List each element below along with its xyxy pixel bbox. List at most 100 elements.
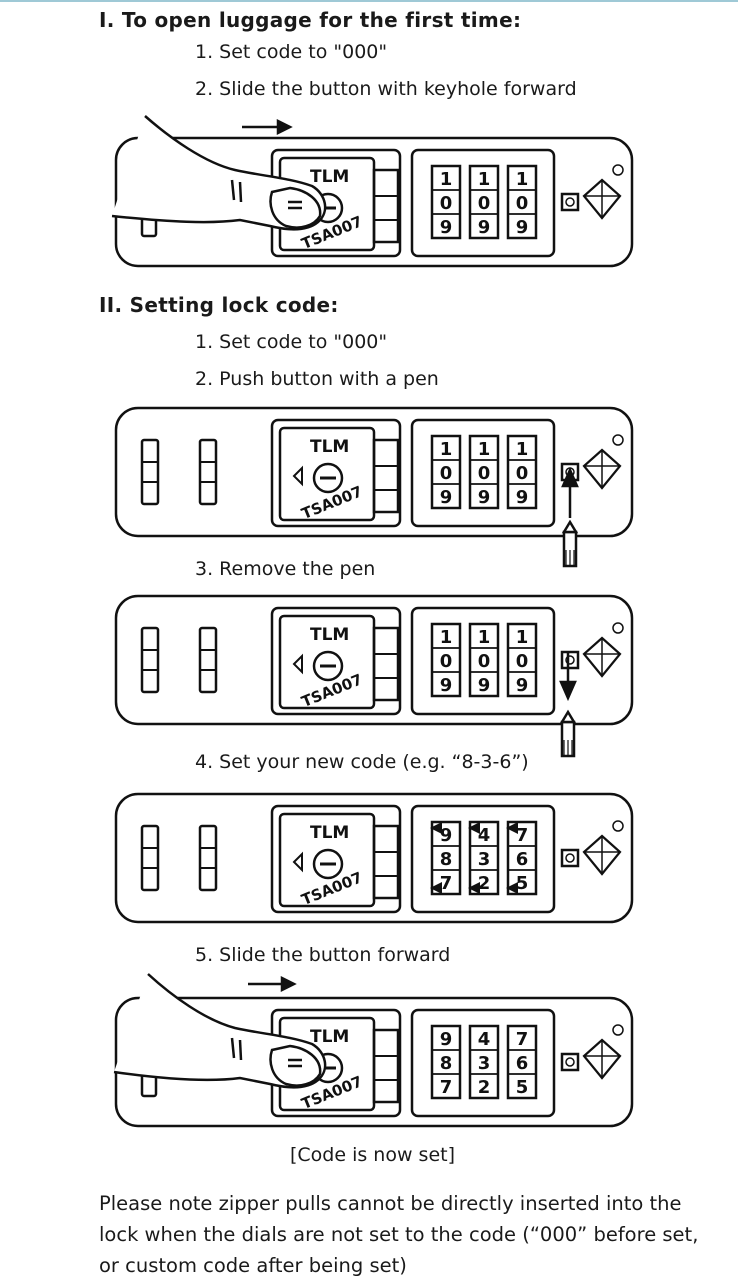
dial-digit: 8	[440, 849, 453, 870]
dial-1: 109	[430, 622, 462, 698]
dial-digit: 9	[516, 675, 529, 696]
dial-1: 1 0 9	[430, 164, 462, 240]
finger-illustration	[113, 973, 327, 1089]
dial-digit: 3	[478, 849, 491, 870]
zipper-note: Please note zipper pulls cannot be direc…	[99, 1192, 699, 1277]
dial-digit: 1	[478, 627, 491, 648]
lock-body	[114, 406, 634, 538]
dial-2: 109	[468, 622, 500, 698]
section2-step5: 5. Slide the button forward	[195, 944, 451, 966]
dial-digit: 0	[440, 463, 453, 484]
lock-body	[114, 594, 634, 726]
rotate-arrow-icon	[468, 822, 480, 834]
zipper-slot-2	[198, 824, 218, 892]
dial-3: 109	[506, 164, 538, 240]
dial-digit: 1	[478, 169, 491, 190]
slide-indicator-icon	[292, 653, 303, 675]
dial-digit: 0	[478, 193, 491, 214]
dial-digit: 9	[440, 217, 453, 238]
pen-down-arrow	[559, 652, 577, 758]
dial-digit: 0	[478, 463, 491, 484]
top-border	[0, 0, 738, 2]
lock-body	[114, 996, 634, 1128]
dial-digit: 9	[516, 487, 529, 508]
rotate-arrow-icon	[430, 882, 442, 894]
finger-illustration	[111, 115, 327, 231]
dial-digit: 9	[440, 825, 453, 846]
dial-digit: 7	[440, 873, 453, 894]
dial-digit: 4	[478, 1029, 491, 1050]
dial-digit: 1	[440, 439, 453, 460]
keyhole-button: TLM TSA007	[270, 606, 402, 716]
dial-digit: 9	[440, 487, 453, 508]
section1-step2: 2. Slide the button with keyhole forward	[195, 78, 577, 100]
brand-label: TLM	[310, 823, 349, 843]
section2-heading: II. Setting lock code:	[99, 293, 339, 317]
section2-step1: 1. Set code to "000"	[195, 331, 388, 353]
dial-window: 9 8 7 4 3 2 7 6 5	[410, 1008, 556, 1118]
dial-digit: 0	[440, 651, 453, 672]
section2-step3: 3. Remove the pen	[195, 558, 376, 580]
dial-digit: 4	[478, 825, 491, 846]
lock-body	[114, 136, 634, 268]
dial-digit: 0	[440, 193, 453, 214]
brand-label: TLM	[310, 625, 349, 645]
dial-digit: 9	[440, 1029, 453, 1050]
dial-2: 4 3 2	[468, 1024, 500, 1100]
dial-digit: 9	[516, 217, 529, 238]
dial-2: 109	[468, 434, 500, 510]
dial-1: 9 8 7	[430, 820, 462, 896]
dial-digit: 3	[478, 1053, 491, 1074]
dial-3: 7 6 5	[506, 1024, 538, 1100]
code-set-caption: [Code is now set]	[290, 1144, 456, 1166]
section2-step2: 2. Push button with a pen	[195, 368, 439, 390]
dial-digit: 5	[516, 1077, 529, 1098]
tsa-diamond-icon	[582, 1038, 622, 1080]
dial-digit: 1	[516, 439, 529, 460]
zipper-slot-1	[140, 438, 160, 506]
pen-up-arrow	[561, 466, 579, 568]
dial-1: 9 8 7	[430, 1024, 462, 1100]
registered-mark-icon	[612, 434, 624, 446]
dial-3: 109	[506, 434, 538, 510]
zipper-slot-2	[198, 626, 218, 694]
model-label: TSA007	[299, 482, 365, 523]
registered-mark-icon	[612, 622, 624, 634]
dial-digit: 8	[440, 1053, 453, 1074]
reset-button	[560, 1052, 580, 1072]
dial-2: 432	[468, 820, 500, 896]
reset-button	[560, 848, 580, 868]
reset-button	[560, 650, 580, 670]
rotate-arrow-icon	[506, 882, 518, 894]
rotate-arrow-icon	[430, 822, 442, 834]
dial-digit: 6	[516, 1053, 529, 1074]
dial-digit: 7	[440, 1077, 453, 1098]
dial-digit: 2	[478, 1077, 491, 1098]
dial-digit: 9	[440, 675, 453, 696]
section1-heading: I. To open luggage for the first time:	[99, 8, 522, 32]
dial-digit: 0	[516, 193, 529, 214]
dial-digit: 0	[516, 651, 529, 672]
dial-digit: 9	[478, 217, 491, 238]
registered-mark-icon	[612, 1024, 624, 1036]
dial-3: 765	[506, 820, 538, 896]
tsa-diamond-icon	[582, 834, 622, 876]
keyhole-icon	[312, 462, 344, 494]
zipper-slot-2	[198, 438, 218, 506]
model-label: TSA007	[299, 670, 365, 711]
dial-3: 1 0 9	[506, 622, 538, 698]
forward-arrow	[248, 975, 297, 993]
dial-digit: 7	[516, 1029, 529, 1050]
tsa-diamond-icon	[582, 178, 622, 220]
dial-digit: 1	[516, 627, 529, 648]
dial-digit: 9	[478, 487, 491, 508]
dial-digit: 1	[440, 169, 453, 190]
keyhole-icon	[312, 848, 344, 880]
